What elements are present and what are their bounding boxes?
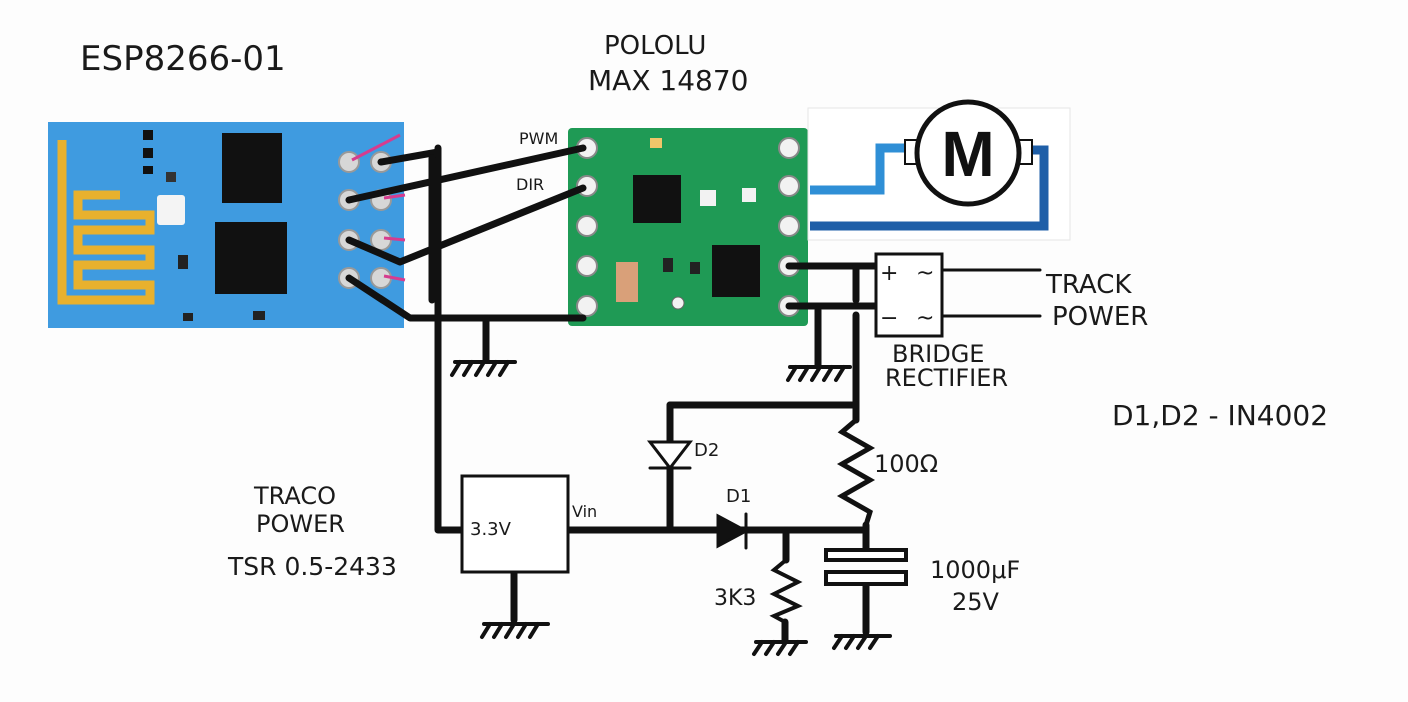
traco-power-label: POWER <box>256 510 345 538</box>
rectifier-label: RECTIFIER <box>885 364 1008 392</box>
diode-d2 <box>646 440 694 471</box>
esp-title: ESP8266-01 <box>80 39 286 79</box>
motor-label: M <box>941 118 994 190</box>
bridge-label: BRIDGE <box>892 340 984 368</box>
traco-label: TRACO <box>253 482 336 510</box>
resistor-100 <box>836 417 876 528</box>
motor: M <box>807 99 1071 241</box>
cap-value-label: 1000μF <box>930 556 1020 584</box>
d1-label: D1 <box>726 486 751 507</box>
antenna-trace <box>57 140 155 305</box>
diode-d1 <box>716 512 750 550</box>
capacitor-1000uf <box>824 548 908 586</box>
chip-flash <box>222 133 282 203</box>
ground-symbols <box>450 360 892 656</box>
bridge-plus: + <box>880 261 898 286</box>
traco-model-label: TSR 0.5-2433 <box>227 552 397 581</box>
r1-label: 100Ω <box>874 450 938 478</box>
led-white <box>157 195 185 225</box>
reg-in-label: Vin <box>572 502 597 521</box>
cap-voltage-label: 25V <box>952 588 1000 616</box>
resistor-3k3 <box>769 558 803 624</box>
capacitor-smd <box>616 262 638 302</box>
chip-regulator <box>712 245 760 297</box>
pololu-board <box>568 128 808 326</box>
r2-label: 3K3 <box>714 586 756 611</box>
dir-label: DIR <box>516 175 544 194</box>
reg-out-label: 3.3V <box>470 519 512 540</box>
power-label: POWER <box>1052 302 1148 332</box>
bridge-rectifier <box>874 252 1042 338</box>
chip-esp <box>215 222 287 294</box>
pololu-title: POLOLU <box>604 31 706 61</box>
esp8266-board <box>48 122 406 328</box>
bridge-minus: − <box>880 306 898 331</box>
max-title: MAX 14870 <box>588 64 748 97</box>
diodes-note: D1,D2 - IN4002 <box>1112 399 1328 432</box>
chip-max14870 <box>633 175 681 223</box>
pwm-label: PWM <box>519 129 558 148</box>
wiring <box>345 144 880 644</box>
d2-label: D2 <box>694 440 719 461</box>
bridge-ac2: ~ <box>916 306 934 331</box>
bridge-ac1: ~ <box>916 261 934 286</box>
traco-regulator <box>460 474 570 574</box>
track-label: TRACK <box>1045 270 1132 300</box>
